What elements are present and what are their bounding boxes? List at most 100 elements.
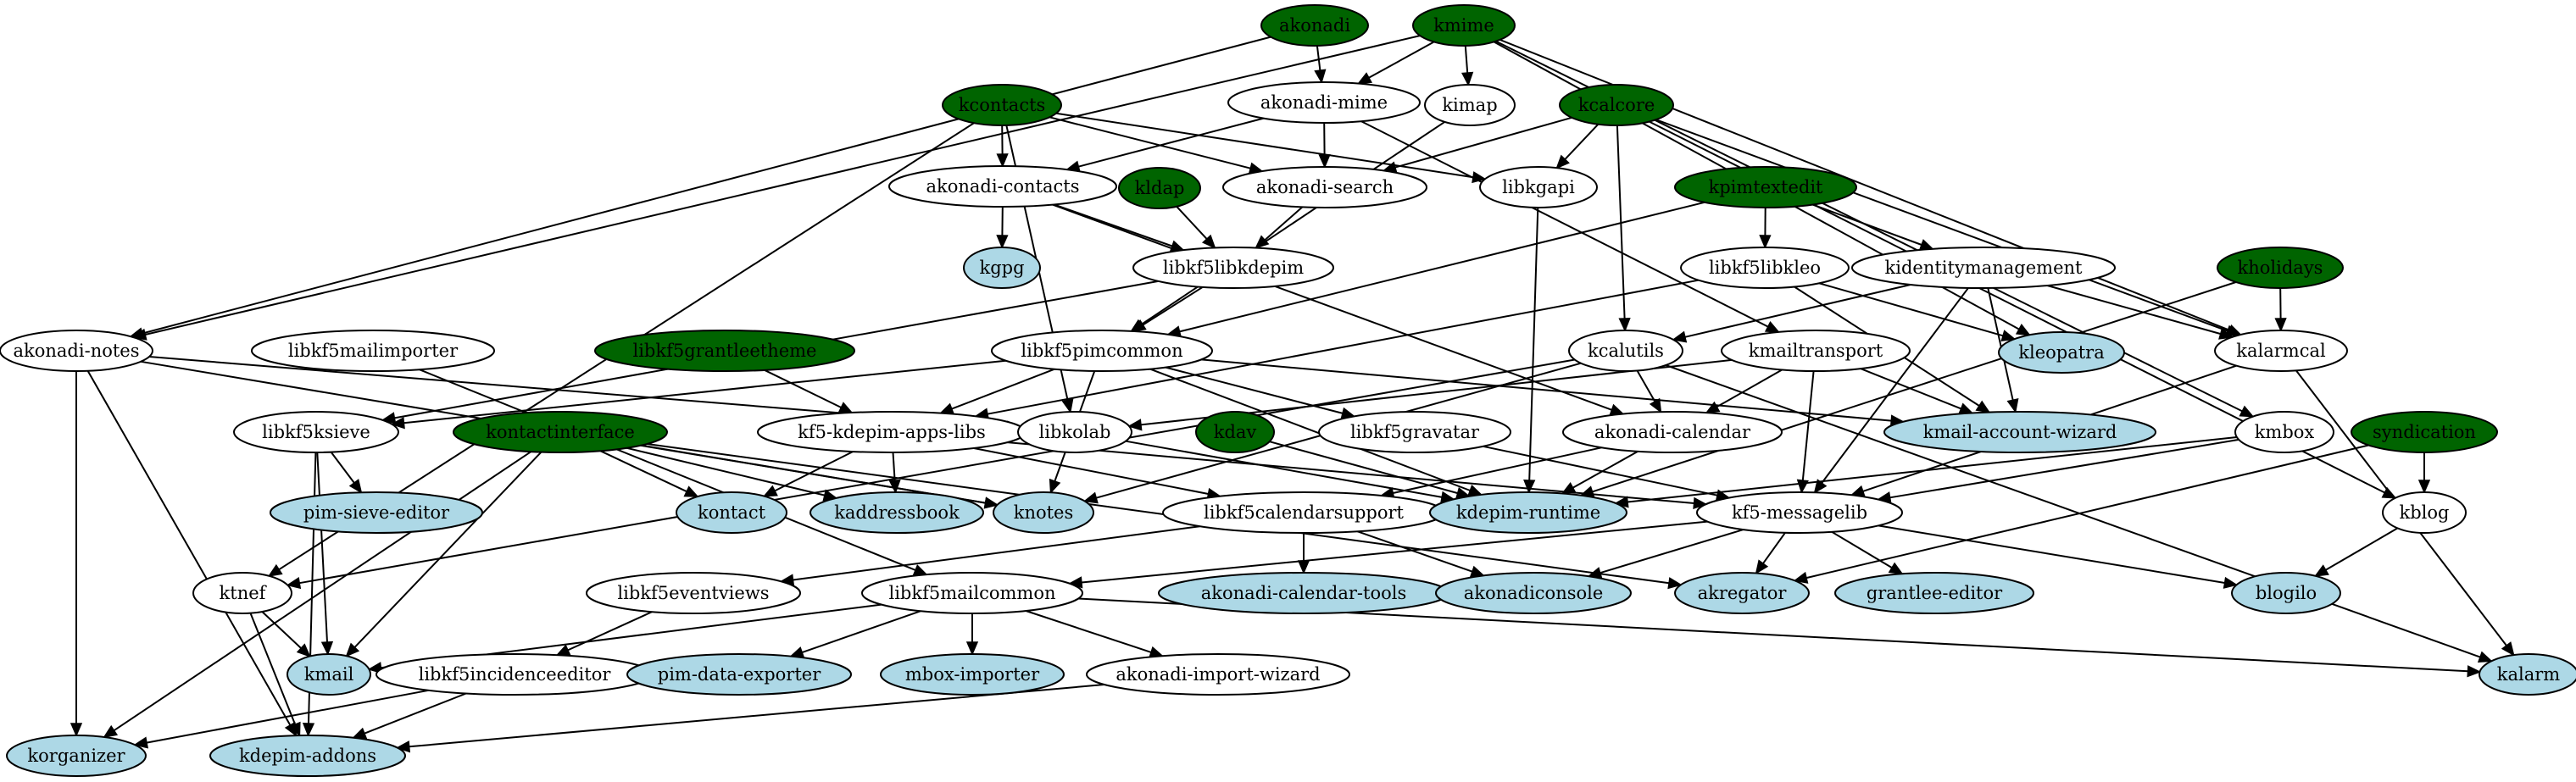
- node-shape: [192, 572, 292, 614]
- edge-line: [144, 35, 1421, 336]
- edge-libkf5eventviews-to-libkf5incidenceeditor: [555, 611, 653, 656]
- edge-kf5-kdepim-apps-libs-to-kontact: [762, 451, 854, 497]
- node-shape: [1086, 653, 1350, 696]
- node-shape: [453, 411, 668, 453]
- node-libkf5mailcommon: libkf5mailcommon: [861, 572, 1083, 614]
- node-kcontacts: kcontacts: [942, 84, 1062, 126]
- edge-arrowhead: [1555, 154, 1570, 169]
- node-akonadi-import-wizard: akonadi-import-wizard: [1086, 653, 1350, 696]
- node-shape: [1227, 81, 1421, 124]
- edge-arrowhead: [1472, 171, 1487, 184]
- edge-kontactinterface-to-kontact: [599, 450, 699, 497]
- node-libkolab: libkolab: [1017, 411, 1132, 453]
- edge-arrowhead: [1609, 403, 1625, 416]
- node-libkf5libkdepim: libkf5libkdepim: [1132, 247, 1334, 289]
- node-shape: [888, 165, 1117, 208]
- node-shape: [626, 653, 852, 696]
- edge-kholidays-to-kdepim-runtime: [1579, 281, 2237, 497]
- node-shape: [209, 735, 406, 777]
- edge-arrowhead: [289, 721, 301, 737]
- node-blogilo: blogilo: [2231, 572, 2341, 614]
- edge-kontactinterface-to-kaddressbook: [626, 446, 838, 502]
- edge-arrowhead: [1755, 559, 1769, 575]
- edge-arrowhead: [286, 577, 302, 590]
- edge-line: [1878, 524, 2225, 584]
- node-kpimtextedit: kpimtextedit: [1674, 166, 1857, 208]
- node-shape: [1680, 247, 1850, 289]
- edge-arrowhead: [2218, 327, 2234, 340]
- edge-line: [1716, 369, 1783, 408]
- edge-kcalutils-to-ktnef: [286, 358, 1575, 590]
- node-label: knotes: [1014, 502, 1074, 523]
- node-akonadi-search: akonadi-search: [1222, 166, 1427, 208]
- edge-arrowhead: [131, 328, 147, 341]
- node-shape: [676, 491, 787, 534]
- edge-arrowhead: [1467, 484, 1483, 496]
- node-kblog: kblog: [2382, 491, 2467, 534]
- node-shape: [2217, 247, 2344, 289]
- edge-line: [1007, 441, 1694, 504]
- node-akonadiconsole: akonadiconsole: [1435, 572, 1632, 614]
- edge-arrowhead: [2239, 405, 2255, 418]
- edge-arrowhead: [555, 644, 571, 656]
- node-kimap: kimap: [1424, 84, 1516, 126]
- edge-line: [1025, 610, 1152, 653]
- node-label: kmail-account-wizard: [1923, 422, 2117, 442]
- node-libkf5eventviews: libkf5eventviews: [586, 572, 801, 614]
- node-shape: [0, 330, 153, 372]
- edge-line: [1987, 287, 2014, 401]
- node-shape: [1559, 84, 1674, 126]
- node-label: libkf5grantleetheme: [632, 341, 816, 361]
- edge-arrowhead: [1918, 239, 1934, 251]
- edge-libkgapi-to-kdepim-runtime: [1523, 207, 1539, 494]
- edge-libkf5pimcommon-to-libkf5ksieve: [390, 359, 1006, 430]
- node-label: akonadi-calendar: [1594, 422, 1751, 442]
- edge-libkf5calendarsupport-to-akonadi-calendar-tools: [1297, 533, 1310, 574]
- edge-ktnef-to-kmail: [261, 611, 311, 658]
- edge-arrowhead: [1356, 72, 1373, 85]
- edge-line: [1636, 370, 1656, 402]
- node-label: kidentitymanagement: [1885, 258, 2084, 278]
- node-shape: [1834, 572, 2034, 614]
- edge-kontactinterface-to-korganizer: [103, 451, 532, 739]
- node-label: akonadi-contacts: [926, 176, 1079, 197]
- node-libkf5calendarsupport: libkf5calendarsupport: [1162, 491, 1445, 534]
- edge-arrowhead: [70, 723, 83, 737]
- edge-line: [1805, 444, 2369, 580]
- edge-kmbox-to-kdepim-runtime: [1614, 436, 2237, 508]
- edge-line: [86, 370, 292, 726]
- edge-arrowhead: [2224, 324, 2240, 337]
- edge-arrowhead: [1314, 69, 1327, 84]
- node-label: pim-sieve-editor: [303, 502, 450, 523]
- node-shape: [1132, 247, 1334, 289]
- edge-arrowhead: [1255, 235, 1270, 249]
- edge-arrowhead: [1201, 234, 1216, 249]
- edge-akonadi-mime-to-kmailtransport: [1360, 120, 1781, 333]
- edge-arrowhead: [983, 496, 999, 509]
- node-label: libkf5mailimporter: [288, 341, 459, 361]
- node-shape: [1429, 491, 1627, 534]
- node-shape: [1412, 4, 1516, 47]
- node-shape: [1998, 331, 2125, 374]
- node-shape: [1222, 166, 1427, 208]
- node-label: akonadiconsole: [1464, 583, 1604, 603]
- node-shape: [2351, 411, 2498, 453]
- node-shape: [2231, 572, 2341, 614]
- node-label: akonadi-search: [1256, 177, 1394, 197]
- node-shape: [1118, 167, 1201, 209]
- node-libkf5pimcommon: libkf5pimcommon: [991, 330, 1213, 372]
- node-label: libkf5libkleo: [1709, 258, 1821, 278]
- node-kf5-kdepim-apps-libs: kf5-kdepim-apps-libs: [757, 411, 1027, 453]
- edge-arrowhead: [1672, 330, 1688, 343]
- edge-arrowhead: [390, 417, 405, 430]
- edge-line: [1264, 206, 1304, 241]
- node-shape: [861, 572, 1083, 614]
- edge-akonadi-search-to-libkf5libkdepim: [1255, 206, 1304, 249]
- edge-kmime-to-akonadi-notes: [131, 35, 1421, 341]
- edge-line: [299, 358, 1575, 585]
- edge-line: [1125, 440, 1443, 498]
- node-kcalutils: kcalutils: [1568, 330, 1683, 372]
- edge-arrowhead: [996, 153, 1009, 168]
- node-label: syndication: [2373, 422, 2476, 442]
- node-shape: [2234, 411, 2334, 453]
